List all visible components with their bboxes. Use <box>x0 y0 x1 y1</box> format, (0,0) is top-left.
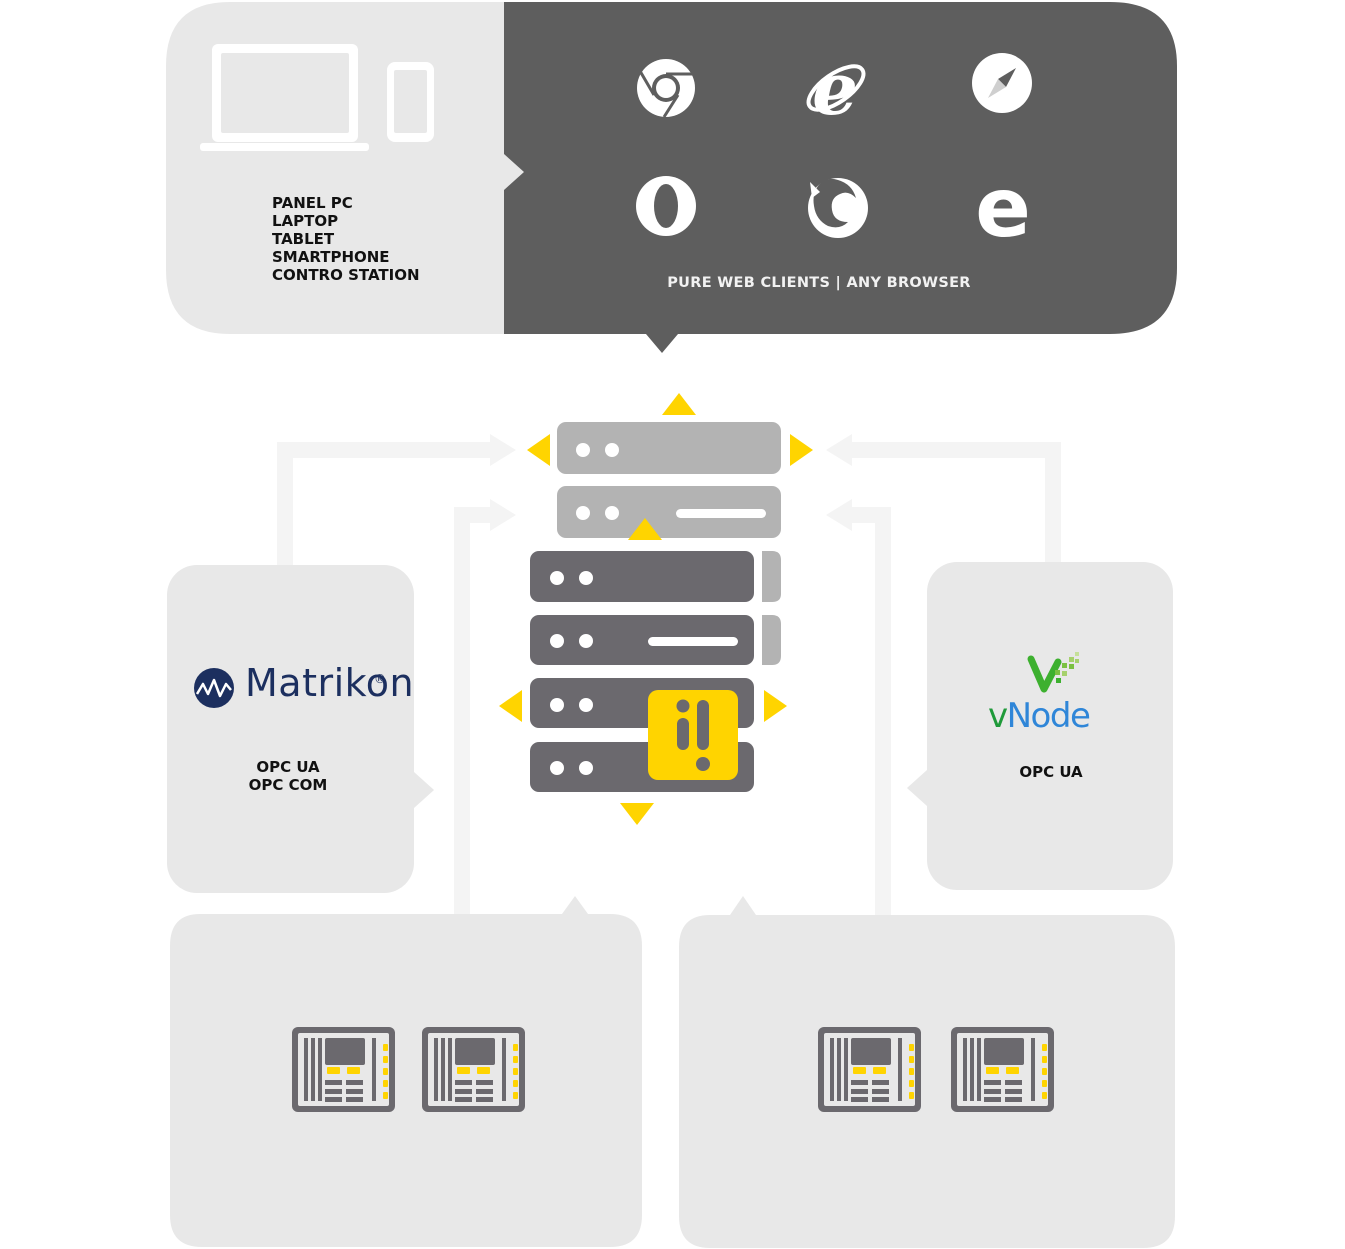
svg-text:e: e <box>812 46 858 131</box>
device-item: TABLET <box>272 230 335 248</box>
matrikon-registered-mark: ® <box>374 672 386 686</box>
smartphone-icon <box>387 62 434 142</box>
edge-icon: e <box>975 161 1031 256</box>
firefox-icon <box>808 178 868 238</box>
internet-explorer-icon: e <box>806 46 866 131</box>
matrikon-logo-text: Matrikon <box>245 661 415 705</box>
bottom-right-panel <box>679 896 1175 1248</box>
plc-device-icon <box>951 1027 1054 1112</box>
platform-logo-icon <box>648 690 738 780</box>
safari-icon <box>972 53 1032 113</box>
yellow-direction-arrows <box>499 393 813 825</box>
vnode-logo-text: vNode <box>988 696 1091 736</box>
matrikon-panel <box>167 565 434 893</box>
matrikon-protocols: OPC UA OPC COM <box>168 758 408 794</box>
bottom-left-panel <box>170 896 642 1247</box>
protocol-item: OPC UA <box>256 758 320 776</box>
protocol-item: OPC COM <box>248 776 328 794</box>
chrome-icon <box>637 59 695 118</box>
device-list: PANEL PC LAPTOP TABLET SMARTPHONE CONTRO… <box>272 194 420 284</box>
device-item: CONTRO STATION <box>272 266 420 284</box>
connector-arrowheads <box>490 434 852 531</box>
connector-arrows <box>277 442 1061 915</box>
vnode-logo-rest: Node <box>1006 696 1091 736</box>
vnode-protocols: OPC UA <box>928 763 1174 781</box>
vnode-logo-v: v <box>988 696 1008 736</box>
laptop-icon <box>200 44 369 151</box>
device-item: LAPTOP <box>272 212 339 230</box>
web-clients-label: PURE WEB CLIENTS | ANY BROWSER <box>667 275 971 291</box>
matrikon-logo-icon <box>194 668 234 708</box>
opera-icon <box>636 176 696 236</box>
protocol-item: OPC UA <box>1019 763 1083 781</box>
plc-device-icon <box>818 1027 921 1112</box>
vnode-logo-icon <box>1027 652 1079 693</box>
plc-device-icon <box>292 1027 395 1112</box>
device-item: SMARTPHONE <box>272 248 390 266</box>
plc-device-icon <box>422 1027 525 1112</box>
svg-text:e: e <box>975 161 1031 256</box>
device-item: PANEL PC <box>272 194 353 212</box>
vnode-panel <box>907 562 1173 890</box>
